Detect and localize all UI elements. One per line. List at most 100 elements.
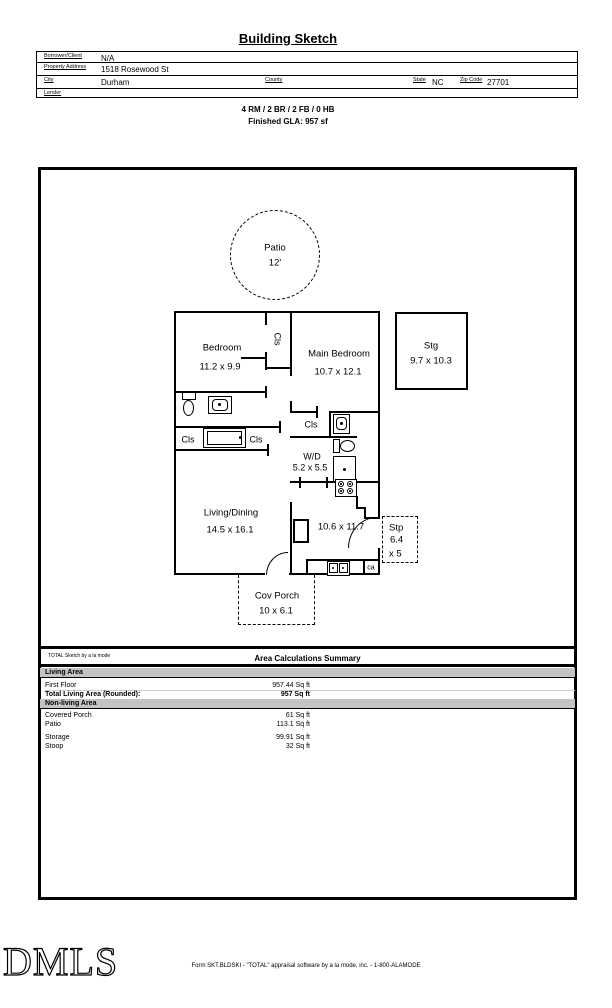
stoop-door-opening — [376, 517, 381, 548]
patio-dim: 12' — [268, 257, 282, 269]
wall — [265, 367, 292, 369]
wall — [265, 311, 267, 325]
city-value: Durham — [101, 77, 130, 87]
wall — [329, 412, 331, 437]
summary-row: Covered Porch 61 Sq ft — [45, 711, 575, 720]
summary-row: Patio 113.1 Sq ft — [45, 720, 575, 729]
stoop-dim-a: 6.4 — [390, 534, 404, 546]
living-area-header: Living Area — [40, 668, 575, 678]
closet-label: Cls — [181, 434, 195, 445]
row-label: Covered Porch — [45, 712, 92, 719]
stoop-dim-b: x 5 — [389, 548, 402, 560]
wall-tick — [326, 477, 328, 488]
counter-line — [356, 507, 365, 509]
wall — [290, 311, 292, 376]
sketch-border-box — [38, 167, 577, 900]
address-value: 1518 Rosewood St — [101, 64, 169, 74]
wall-tick — [290, 401, 292, 412]
form-row-lender: Lender — [37, 89, 577, 98]
wall — [174, 449, 268, 451]
storage-outline — [395, 312, 468, 390]
wall — [290, 411, 317, 413]
wall — [290, 502, 292, 575]
row-label: Storage — [45, 734, 70, 741]
summary-row: First Floor 957.44 Sq ft — [45, 681, 575, 691]
zip-value: 27701 — [487, 77, 510, 87]
stoop-label: Stp — [389, 522, 404, 534]
row-label: First Floor — [45, 682, 77, 689]
counter-line — [356, 496, 358, 508]
summary-divider — [40, 646, 575, 649]
state-label: State — [413, 77, 426, 83]
storage-label: Stg — [423, 340, 439, 352]
city-label: City — [44, 77, 54, 83]
wall — [174, 426, 280, 428]
gla-summary-line: Finished GLA: 957 sf — [248, 117, 328, 126]
toilet-icon — [182, 392, 196, 400]
row-value: 61 Sq ft — [285, 712, 310, 719]
wall — [329, 411, 380, 413]
storage-dim: 9.7 x 10.3 — [410, 355, 452, 367]
tub-faucet — [239, 436, 242, 439]
row-value: 32 Sq ft — [285, 743, 310, 750]
county-label: County — [265, 77, 283, 83]
fridge-icon — [293, 519, 309, 543]
stove-burner — [338, 481, 344, 487]
row-value: 957.44 Sq ft — [272, 682, 310, 689]
form-row-address: Property Address 1518 Rosewood St — [37, 63, 577, 76]
bedroom-label: Bedroom — [202, 342, 242, 354]
stove-burner — [347, 488, 353, 494]
porch-label: Cov Porch — [254, 590, 300, 602]
wall-tick — [267, 444, 269, 456]
dmls-logo: DMLS — [2, 938, 119, 984]
patio-label: Patio — [264, 242, 286, 254]
stove-burner — [347, 481, 353, 487]
toilet-icon — [183, 400, 194, 416]
wall-tick — [279, 421, 281, 433]
row-value: 99.91 Sq ft — [276, 734, 310, 741]
bathtub-inner — [207, 431, 242, 445]
state-value: NC — [432, 77, 444, 87]
bedroom-dim: 11.2 x 9.9 — [199, 361, 241, 373]
wall-tick — [265, 352, 267, 370]
sink-drain — [218, 403, 221, 406]
row-label: Patio — [45, 721, 61, 728]
lender-label: Lender — [44, 90, 62, 96]
cabinet-divider — [363, 559, 365, 575]
stove-burner — [338, 488, 344, 494]
patio-circle — [230, 210, 320, 300]
counter-line — [306, 559, 308, 575]
sketch-watermark: TOTAL Sketch by a la mode — [48, 653, 111, 659]
nonliving-area-header: Non-living Area — [40, 699, 575, 709]
form-row-borrower: Borrower/Client N/A — [37, 52, 577, 63]
summary-title: Area Calculations Summary — [254, 654, 361, 663]
zip-label: Zip Code — [460, 77, 483, 83]
wall-tick — [265, 386, 267, 398]
summary-row: Stoop 32 Sq ft — [45, 742, 575, 751]
row-value: 113.1 Sq ft — [276, 721, 310, 728]
wall-tick — [299, 477, 301, 488]
stoop-outline — [382, 516, 418, 563]
row-label: Total Living Area (Rounded): — [45, 691, 141, 698]
counter-line — [307, 559, 380, 561]
summary-divider — [40, 664, 575, 667]
row-value: 957 Sq ft — [280, 691, 310, 698]
cabinet-label: ca — [367, 564, 375, 572]
wd-dim: 5.2 x 5.5 — [292, 462, 328, 473]
sink-drain — [340, 422, 343, 425]
main-bedroom-label: Main Bedroom — [308, 348, 370, 360]
main-bedroom-dim: 10.7 x 12.1 — [314, 366, 362, 378]
closet-label: Cls — [249, 434, 263, 445]
address-label: Property Address — [44, 64, 87, 70]
sink-drain — [332, 567, 334, 569]
property-form-table: Borrower/Client N/A Property Address 151… — [36, 51, 578, 98]
living-dining-label: Living/Dining — [203, 507, 259, 519]
page-title: Building Sketch — [238, 31, 338, 46]
toilet-icon — [333, 439, 340, 453]
wall — [174, 391, 266, 393]
closet-label-rotated: Cls — [272, 332, 283, 346]
toilet-icon — [340, 440, 355, 452]
rooms-summary-line: 4 RM / 2 BR / 2 FB / 0 HB — [241, 105, 335, 114]
wd-label: W/D — [303, 451, 321, 462]
borrower-label: Borrower/Client — [44, 53, 82, 59]
